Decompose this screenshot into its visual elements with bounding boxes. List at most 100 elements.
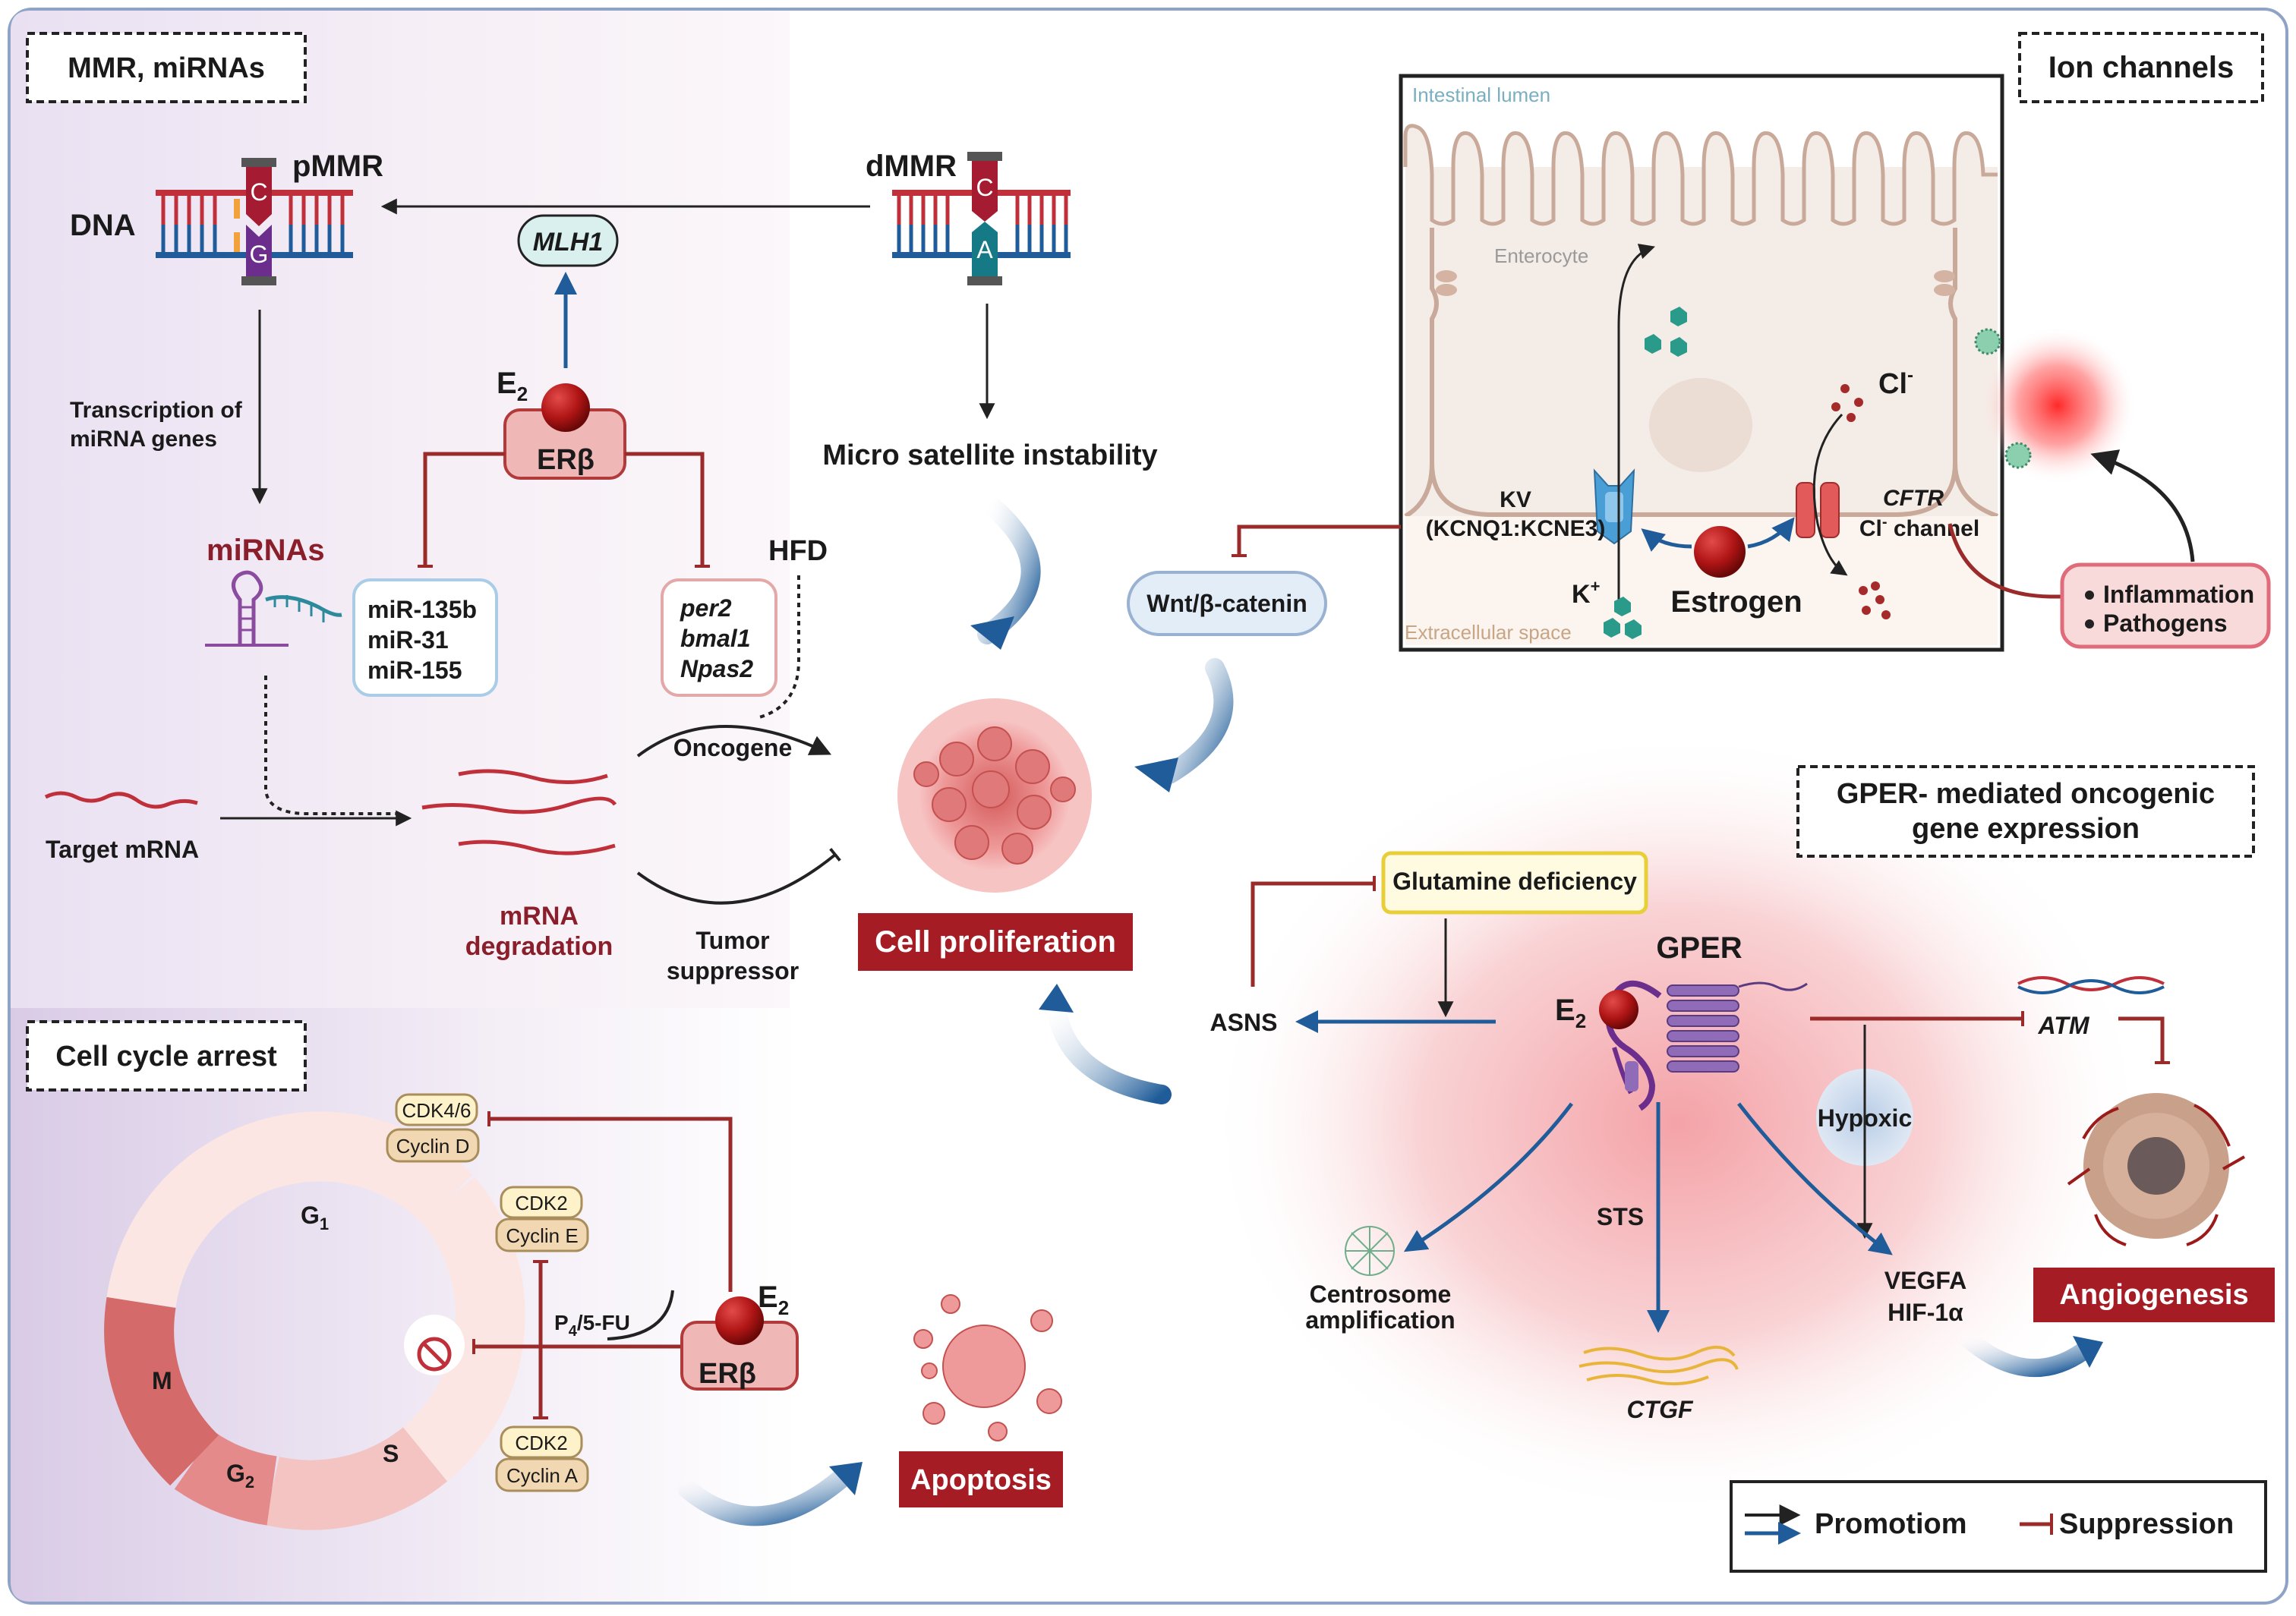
- pathogens-label: Pathogens: [2103, 610, 2228, 637]
- wnt-box: Wnt/β-catenin: [1127, 571, 1327, 636]
- mlh1-box: MLH1: [517, 214, 619, 267]
- estrogen-ball: [1694, 526, 1746, 578]
- cl-channel-label: Cl- channel: [1859, 514, 1979, 541]
- erb-receptor-top: ERβ: [503, 383, 626, 480]
- gper-label: GPER: [1656, 931, 1742, 965]
- vegfa-label: VEGFA: [1884, 1267, 1966, 1294]
- angiogenesis-tumor-icon: [2067, 1093, 2245, 1246]
- target-mrna-label: Target mRNA: [46, 836, 199, 863]
- gper-title-line1: GPER- mediated oncogenic: [1837, 778, 2215, 810]
- estrogen-label: Estrogen: [1670, 585, 1802, 619]
- estrogen-to-cftr-arrow: [1747, 517, 1795, 549]
- cell-cycle-ring: [104, 1111, 525, 1530]
- clock-genes-box: per2 bmal1 Npas2: [661, 578, 777, 697]
- legend-suppression-icon: [2020, 1514, 2053, 1535]
- inflammation-box: Inflammation Pathogens: [2060, 562, 2271, 649]
- mmr-title-text: MMR, miRNAs: [68, 52, 265, 84]
- mirna-hairpin-icon: [205, 570, 342, 647]
- dna-dmmr-icon: [892, 152, 1071, 285]
- gper-title-line2: gene expression: [1912, 813, 2140, 845]
- wnt-curl-arrow: [1159, 658, 1234, 784]
- ion-title-text: Ion channels: [2048, 51, 2234, 84]
- target-mrna-icon: [44, 791, 198, 809]
- oncogene-label: Oncogene: [673, 734, 792, 761]
- gper-e2-e: E: [1555, 994, 1575, 1027]
- hfd-label: HFD: [768, 535, 828, 567]
- ctgf-icon: [1578, 1346, 1739, 1386]
- intestinal-lumen-label: Intestinal lumen: [1412, 83, 1550, 106]
- block-icon: [417, 1337, 452, 1372]
- apoptosis-curl-arrow: [678, 1467, 853, 1526]
- cl-channel-rest: channel: [1887, 516, 1979, 541]
- extracellular-space-label: Extracellular space: [1405, 621, 1572, 644]
- phase-g2-label: G2: [226, 1460, 254, 1492]
- mir-list-box: miR-135b miR-31 miR-155: [352, 578, 498, 697]
- vegfa-curl-arrow: [1957, 1328, 2093, 1378]
- cftr-inhibit-inflammation-line: [1948, 523, 2064, 604]
- gper-glow: [1207, 729, 2149, 1518]
- k-efflux-arrow: [1617, 244, 1656, 601]
- dmmr-base-c: C: [976, 174, 993, 201]
- mrna-degradation-line1: mRNA: [500, 902, 579, 931]
- apoptosis-cell-icon: [913, 1294, 1062, 1441]
- apoptosis-label: Apoptosis: [910, 1464, 1052, 1496]
- mlh1-label: MLH1: [533, 228, 604, 257]
- potassium-ions: [1604, 307, 1687, 639]
- p4-rest: /5-FU: [577, 1311, 630, 1334]
- k-ion-sup: +: [1591, 577, 1601, 596]
- kv-label-line2: (KCNQ1:KCNE3): [1426, 516, 1606, 541]
- cyclin-d-label: Cyclin D: [396, 1135, 470, 1158]
- angiogenesis-box: Angiogenesis: [2033, 1268, 2275, 1322]
- e2-bottom-label: E2: [758, 1281, 789, 1319]
- cl-ion-sup: -: [1907, 365, 1913, 386]
- legend-promotion-icon: [1745, 1504, 1801, 1545]
- hfd-dotted-line: [758, 575, 800, 719]
- cl-transport-arrow: [1812, 413, 1848, 576]
- tumor-suppressor-inhibit: [636, 847, 841, 905]
- wnt-label: Wnt/β-catenin: [1146, 590, 1307, 617]
- erb-inhibit-mir-line: [418, 452, 505, 568]
- transcription-line1: Transcription of: [70, 398, 243, 423]
- cl-ion-cl: Cl: [1878, 368, 1907, 400]
- e2-bottom-sub: 2: [778, 1296, 789, 1319]
- cdk2-cycline-complex: CDK2 Cyclin E: [495, 1186, 589, 1252]
- gper-e2-sub: 2: [1575, 1010, 1586, 1032]
- ion-inhibit-wnt-line: [1232, 524, 1401, 557]
- pmmr-label: pMMR: [292, 150, 383, 183]
- ctgf-label: CTGF: [1626, 1396, 1694, 1423]
- pmmr-base-g: G: [250, 241, 269, 268]
- phase-g1-g: G: [301, 1202, 320, 1229]
- inflammation-arrow: [2090, 449, 2195, 562]
- e2-top-sub: 2: [517, 383, 528, 405]
- gper-curl-arrow: [1046, 992, 1172, 1104]
- cyclin-a-label: Cyclin A: [506, 1464, 579, 1487]
- gper-panel-title: GPER- mediated oncogenic gene expression: [1796, 765, 2255, 858]
- phase-g2-sub: 2: [245, 1473, 254, 1492]
- p4-label: P4/5-FU: [554, 1311, 630, 1340]
- gper-to-centrosome-arrow: [1403, 1102, 1573, 1252]
- erb-inhibit-genes-line: [625, 452, 710, 568]
- msi-curl-arrowhead: [970, 616, 1014, 650]
- mirnas-label: miRNAs: [207, 534, 325, 567]
- asns-label: ASNS: [1210, 1009, 1278, 1036]
- sts-label: STS: [1597, 1203, 1644, 1230]
- dna-pmmr-icon: [156, 158, 353, 285]
- cdk2-cyclina-complex: CDK2 Cyclin A: [495, 1425, 589, 1492]
- phase-s-label: S: [383, 1440, 399, 1467]
- tumor-cluster-icon: [897, 698, 1092, 893]
- e2-bottom-e: E: [758, 1281, 778, 1314]
- ion-panel-title: Ion channels: [2018, 32, 2264, 103]
- wnt-curl-arrowhead: [1134, 758, 1178, 792]
- cftr-label: CFTR: [1883, 486, 1944, 511]
- cl-ion-label: Cl-: [1878, 365, 1913, 400]
- p4-bracket: [607, 1290, 674, 1340]
- e2-top-label: E2: [497, 367, 528, 405]
- phase-g2-g: G: [226, 1460, 245, 1487]
- erb-receptor-bottom: ERβ: [680, 1296, 799, 1391]
- msi-label: Micro satellite instability: [822, 439, 1157, 471]
- cellcycle-title-text: Cell cycle arrest: [55, 1041, 277, 1073]
- gper-receptor-icon: [1599, 981, 1808, 1111]
- atm-dna-icon: [2017, 976, 2165, 994]
- erb-top-label: ERβ: [537, 444, 594, 476]
